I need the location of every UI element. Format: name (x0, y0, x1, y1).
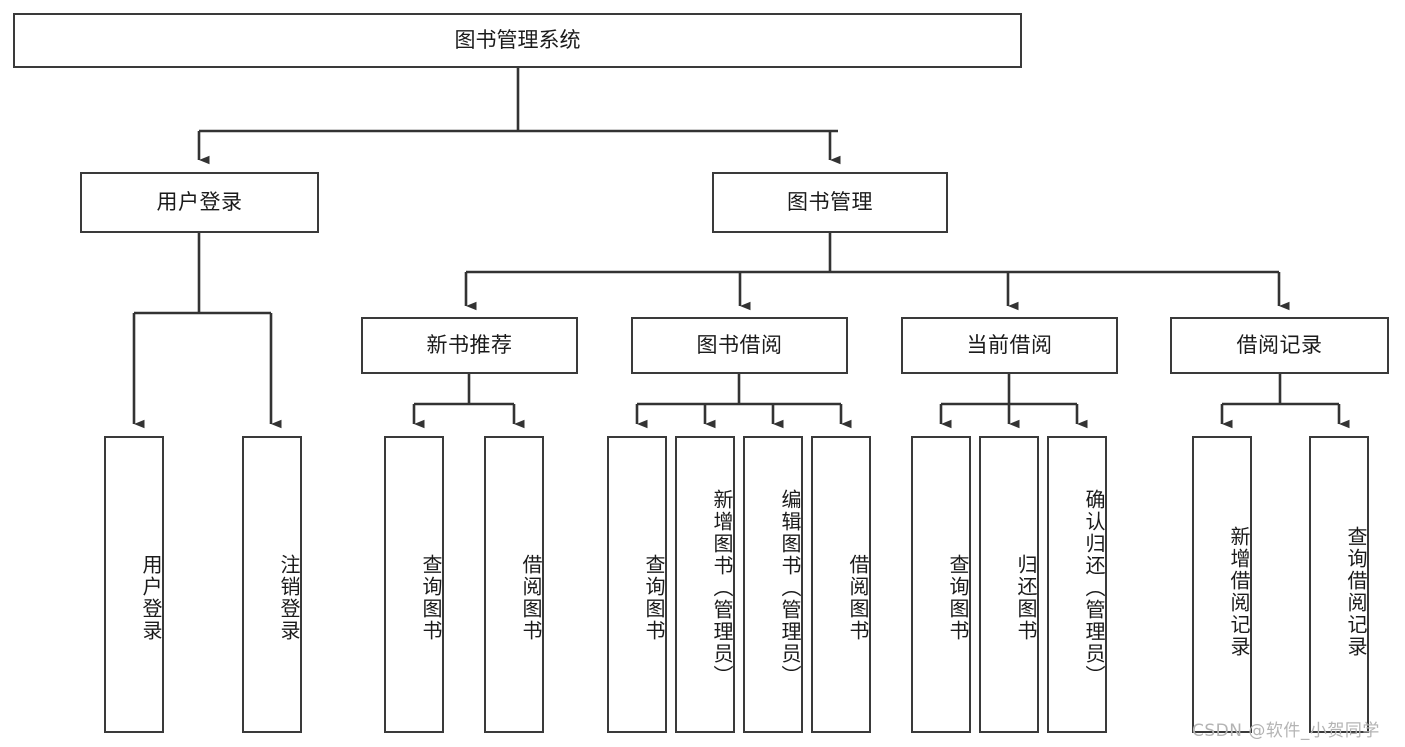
leaf-label: 查询图书 (946, 553, 970, 642)
leaf-add-borrow-record[interactable]: 新增借阅记录 (1192, 436, 1252, 733)
leaf-logout-login[interactable]: 注销登录 (242, 436, 302, 733)
leaf-return-book[interactable]: 归还图书 (979, 436, 1039, 733)
node-borrow-record[interactable]: 借阅记录 (1170, 317, 1389, 374)
leaf-label: 借阅图书 (846, 553, 870, 642)
leaf-label: 用户登录 (139, 553, 163, 642)
node-current-borrow[interactable]: 当前借阅 (901, 317, 1118, 374)
leaf-query-book-current[interactable]: 查询图书 (911, 436, 971, 733)
leaf-label: 借阅图书 (519, 553, 543, 642)
leaf-label: 查询借阅记录 (1344, 525, 1368, 658)
csdn-watermark: CSDN @软件_小贺同学 (1192, 721, 1380, 741)
leaf-label: 新增图书（管理员） (710, 488, 734, 687)
leaf-label: 查询图书 (642, 553, 666, 642)
node-book-borrow[interactable]: 图书借阅 (631, 317, 848, 374)
leaf-label: 确认归还（管理员） (1082, 488, 1106, 687)
leaf-label: 编辑图书（管理员） (778, 488, 802, 687)
leaf-query-borrow-record[interactable]: 查询借阅记录 (1309, 436, 1369, 733)
leaf-confirm-return-admin[interactable]: 确认归还（管理员） (1047, 436, 1107, 733)
leaf-label: 归还图书 (1014, 553, 1038, 642)
leaf-query-book-recommend[interactable]: 查询图书 (384, 436, 444, 733)
node-new-book-recommend[interactable]: 新书推荐 (361, 317, 578, 374)
leaf-borrow-book-borrow[interactable]: 借阅图书 (811, 436, 871, 733)
node-book-manage[interactable]: 图书管理 (712, 172, 948, 233)
node-user-login[interactable]: 用户登录 (80, 172, 319, 233)
leaf-edit-book-admin[interactable]: 编辑图书（管理员） (743, 436, 803, 733)
leaf-query-book-borrow[interactable]: 查询图书 (607, 436, 667, 733)
leaf-label: 新增借阅记录 (1227, 525, 1251, 658)
node-root-system[interactable]: 图书管理系统 (13, 13, 1022, 68)
leaf-user-login[interactable]: 用户登录 (104, 436, 164, 733)
leaf-add-book-admin[interactable]: 新增图书（管理员） (675, 436, 735, 733)
leaf-label: 注销登录 (277, 553, 301, 642)
leaf-borrow-book-recommend[interactable]: 借阅图书 (484, 436, 544, 733)
leaf-label: 查询图书 (419, 553, 443, 642)
